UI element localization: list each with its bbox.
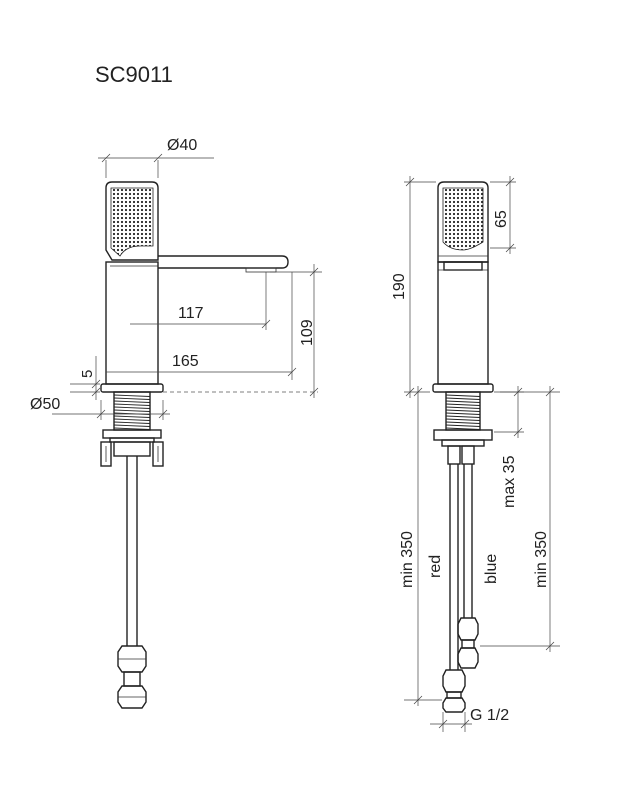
thread-line xyxy=(113,424,151,427)
base-diameter-label: Ø50 xyxy=(30,396,60,413)
thread-line xyxy=(113,421,151,424)
thread-line xyxy=(113,415,151,418)
faucet-body-side xyxy=(437,261,489,385)
thread-line xyxy=(445,409,481,412)
front-dimensions: Ø40 117 165 109 5 Ø50 xyxy=(30,137,322,420)
handle xyxy=(105,181,159,263)
thread-line xyxy=(445,415,481,418)
knurled-grip xyxy=(110,187,154,257)
reach-117-label: 117 xyxy=(178,305,204,322)
reach-165-label: 165 xyxy=(172,353,199,370)
side-dimensions: 190 65 max 35 min 350 min 350 red blue xyxy=(391,176,560,732)
thread-line xyxy=(113,406,151,409)
thread-line xyxy=(113,394,151,397)
base-plate xyxy=(100,383,164,393)
thread-line xyxy=(113,397,151,400)
thread-line xyxy=(445,397,481,400)
blue-hose-label: blue xyxy=(483,554,500,584)
threaded-shank xyxy=(113,391,151,431)
thread-line xyxy=(113,400,151,403)
thread-line xyxy=(113,427,151,430)
hose-length-left-label: min 350 xyxy=(399,531,416,588)
spout xyxy=(110,255,289,273)
handle-side xyxy=(437,181,489,263)
red-hose-label: red xyxy=(427,555,444,578)
side-view xyxy=(432,181,494,713)
thread-line xyxy=(445,421,481,424)
thread-line xyxy=(445,406,481,409)
base-plate-side xyxy=(432,383,494,393)
faucet-body xyxy=(105,261,159,385)
base-thickness-label: 5 xyxy=(79,370,96,378)
thread-line xyxy=(113,409,151,412)
total-height-label: 190 xyxy=(391,273,408,300)
thread-line xyxy=(445,418,481,421)
thread-line xyxy=(445,424,481,427)
connection-thread-label: G 1/2 xyxy=(470,707,509,724)
threaded-shank-side xyxy=(445,391,481,431)
thread-line xyxy=(113,403,151,406)
thread-line xyxy=(445,403,481,406)
thread-line xyxy=(113,418,151,421)
spout-height-label: 109 xyxy=(299,319,316,346)
front-view xyxy=(100,181,318,709)
hose-front xyxy=(117,456,147,709)
thread-line xyxy=(445,427,481,430)
max-thickness-label: max 35 xyxy=(501,455,518,508)
hose-length-right-label: min 350 xyxy=(533,531,550,588)
handle-diameter-label: Ø40 xyxy=(167,137,197,154)
hoses-side xyxy=(442,445,479,713)
handle-height-label: 65 xyxy=(493,210,510,228)
thread-line xyxy=(445,412,481,415)
thread-line xyxy=(445,394,481,397)
thread-line xyxy=(445,400,481,403)
model-title: SC9011 xyxy=(95,62,173,87)
knurled-grip-side xyxy=(442,187,484,251)
mounting-nut xyxy=(100,429,164,467)
